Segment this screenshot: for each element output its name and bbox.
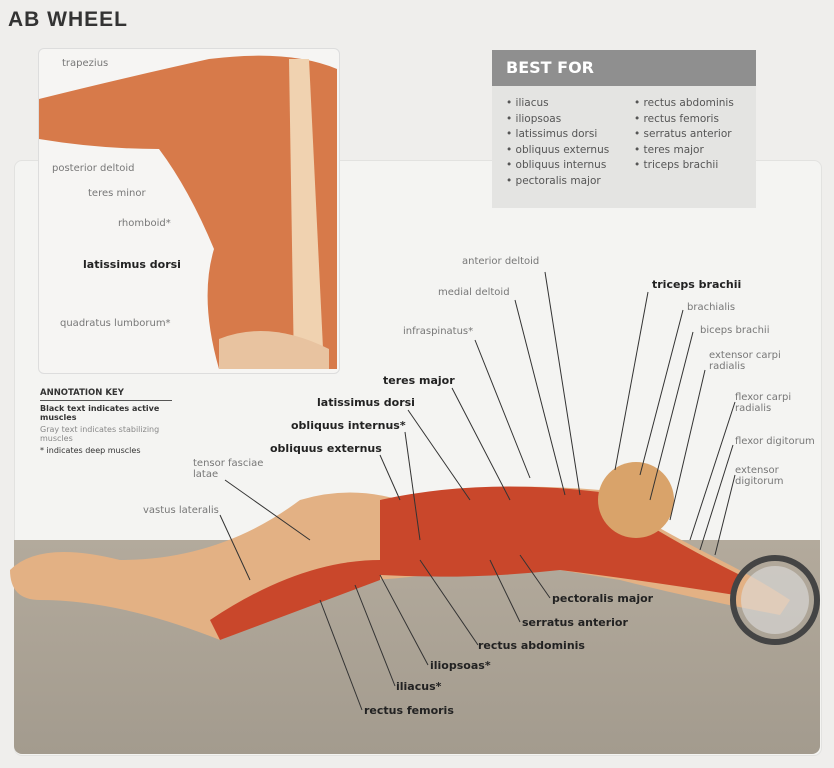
- label-serratus-anterior: serratus anterior: [522, 616, 628, 629]
- label-tensor-fasciae-latae: tensor fasciae latae: [193, 458, 264, 480]
- back-muscles-illustration: [39, 55, 337, 370]
- list-item: latissimus dorsi: [506, 127, 609, 143]
- list-item: iliopsoas: [506, 112, 609, 128]
- label-latissimus-dorsi: latissimus dorsi: [317, 396, 415, 409]
- label-iliacus: iliacus*: [396, 680, 442, 693]
- list-item: iliacus: [506, 96, 609, 112]
- best-for-list-2: rectus abdominis rectus femoris serratus…: [634, 96, 734, 174]
- key-gray: Gray text indicates stabilizing muscles: [40, 425, 160, 443]
- list-item: obliquus externus: [506, 143, 610, 159]
- label-medial-deltoid: medial deltoid: [438, 287, 510, 298]
- label-iliopsoas: iliopsoas*: [430, 659, 491, 672]
- best-for-box: BEST FOR iliacus iliopsoas latissimus do…: [492, 50, 756, 208]
- label-triceps-brachii: triceps brachii: [652, 278, 742, 291]
- label-vastus-lateralis: vastus lateralis: [143, 505, 219, 516]
- label-flexor-digitorum: flexor digitorum: [735, 436, 815, 447]
- list-item: rectus femoris: [634, 112, 734, 128]
- label-teres-major: teres major: [383, 374, 455, 387]
- label-rectus-abdominis: rectus abdominis: [478, 639, 585, 652]
- label-latissimus-dorsi-inset: latissimus dorsi: [83, 258, 181, 271]
- list-item: rectus abdominis: [634, 96, 734, 112]
- page-title: AB WHEEL: [8, 8, 128, 31]
- label-trapezius: trapezius: [62, 58, 109, 69]
- list-item: triceps brachii: [634, 158, 734, 174]
- key-black: Black text indicates active muscles: [40, 404, 160, 422]
- label-posterior-deltoid: posterior deltoid: [52, 163, 135, 174]
- label-anterior-deltoid: anterior deltoid: [462, 256, 540, 267]
- label-biceps-brachii: biceps brachii: [700, 325, 770, 336]
- label-brachialis: brachialis: [687, 302, 736, 313]
- label-obliquus-internus: obliquus internus*: [291, 419, 406, 432]
- best-for-list-1: iliacus iliopsoas latissimus dorsi obliq…: [506, 96, 610, 190]
- label-quadratus-lumborum: quadratus lumborum*: [60, 318, 171, 329]
- key-star: * indicates deep muscles: [40, 446, 141, 455]
- label-infraspinatus: infraspinatus*: [403, 326, 474, 337]
- label-rhomboid: rhomboid*: [118, 218, 171, 229]
- list-item: obliquus internus: [506, 158, 609, 174]
- label-teres-minor: teres minor: [88, 188, 146, 199]
- label-flexor-carpi-radialis: flexor carpi radialis: [735, 392, 792, 414]
- best-for-heading: BEST FOR: [492, 50, 756, 86]
- label-obliquus-externus: obliquus externus: [270, 442, 382, 455]
- list-item: pectoralis major: [506, 174, 609, 190]
- list-item: teres major: [634, 143, 734, 159]
- back-inset: [38, 48, 340, 374]
- label-rectus-femoris: rectus femoris: [364, 704, 454, 717]
- label-pectoralis-major: pectoralis major: [552, 592, 654, 605]
- annotation-key-heading: ANNOTATION KEY: [40, 388, 172, 401]
- label-extensor-digitorum: extensor digitorum: [735, 465, 784, 487]
- annotation-key: ANNOTATION KEY Black text indicates acti…: [40, 388, 172, 480]
- list-item: serratus anterior: [634, 127, 734, 143]
- label-extensor-carpi-radialis: extensor carpi radialis: [709, 350, 781, 372]
